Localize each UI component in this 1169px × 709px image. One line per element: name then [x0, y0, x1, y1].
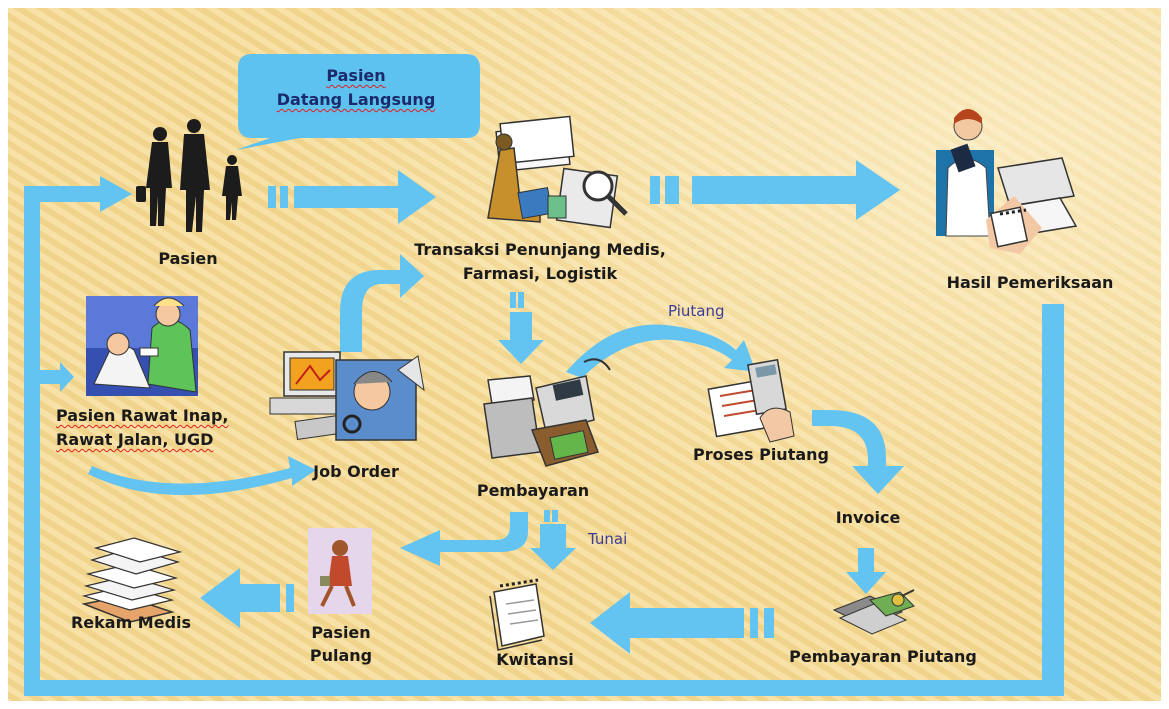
arrow-bayarpiutang-kwitansi-head	[590, 592, 630, 654]
doctor-printer-icon	[936, 109, 1078, 254]
label-pembayaran: Pembayaran	[476, 481, 590, 500]
label-proses-piutang: Proses Piutang	[693, 445, 829, 464]
label-pembayaran-piutang: Pembayaran Piutang	[789, 647, 977, 666]
arrow-job-transaksi	[340, 254, 424, 352]
dash-2	[280, 186, 288, 208]
annotation-tunai: Tunai	[588, 530, 628, 548]
arrow-pembayaran-pulang	[400, 512, 528, 566]
dash-11	[286, 584, 294, 612]
label-transaksi-line1: Transaksi Penunjang Medis,	[414, 240, 666, 259]
receipt-calendar-icon-hasil	[999, 208, 1027, 216]
calculator-document-icon	[707, 358, 795, 443]
label-pulang-line1: Pasien	[311, 623, 371, 642]
loop-top-bar	[24, 186, 104, 202]
callout-line2: Datang Langsung	[276, 90, 436, 109]
lab-microscope-documents-icon	[487, 115, 628, 229]
arrow-pulang-rekam-head	[200, 568, 240, 628]
arrow-rawat-job	[88, 456, 316, 496]
money-stack-icon	[832, 589, 915, 635]
dash-9	[544, 510, 550, 522]
label-transaksi-line2: Farmasi, Logistik	[462, 264, 618, 283]
nurse-patient-bed-icon	[86, 296, 198, 396]
label-rekam-medis: Rekam Medis	[70, 613, 192, 632]
label-rawat-line2: Rawat Jalan, UGD	[56, 430, 214, 449]
loop-left-bar	[24, 186, 40, 696]
arrow-invoice-bayarpiutang-head	[846, 572, 886, 594]
label-pulang-line2: Pulang	[309, 646, 373, 665]
arrow-pulang-rekam-shaft	[236, 584, 280, 612]
label-pasien: Pasien	[158, 249, 218, 268]
arrow-pasien-transaksi-shaft	[294, 186, 402, 208]
dash-4	[665, 176, 679, 204]
label-hasil-pemeriksaan: Hasil Pemeriksaan	[946, 273, 1114, 292]
arrow-bayarpiutang-kwitansi-shaft	[626, 608, 744, 638]
dash-8	[750, 608, 758, 638]
dash-10	[552, 510, 558, 522]
arrow-transaksi-hasil-shaft	[692, 176, 860, 204]
label-job-order: Job Order	[313, 462, 399, 481]
cash-register-icon	[483, 358, 611, 467]
arrow-pasien-transaksi-head	[398, 170, 436, 224]
walking-woman-icon	[308, 528, 372, 614]
dash-6	[518, 292, 524, 308]
arrow-transaksi-hasil-head	[856, 160, 900, 220]
dash-5	[510, 292, 516, 308]
callout-text: Pasien Datang Langsung	[232, 64, 480, 112]
annotation-piutang: Piutang	[668, 302, 725, 320]
arrow-pembayaran-kwitansi-head	[530, 548, 576, 570]
arrow-invoice-bayarpiutang-shaft	[858, 548, 874, 576]
loop-right-bar	[1042, 304, 1064, 696]
dash-7	[764, 608, 774, 638]
label-rawat-line1: Pasien Rawat Inap,	[56, 406, 229, 425]
arrow-to-rawat	[60, 362, 74, 392]
label-kwitansi: Kwitansi	[496, 650, 574, 669]
callout-line1: Pasien	[326, 66, 386, 85]
arrow-to-pasien	[100, 176, 132, 212]
receipt-calendar-icon	[489, 578, 545, 651]
arrow-piutang-invoice	[812, 410, 904, 494]
dash-1	[268, 186, 276, 208]
family-walking-icon	[136, 119, 242, 232]
loop-bottom-bar	[24, 680, 1064, 696]
branch-rawat-bar	[36, 370, 64, 384]
paper-stack-icon	[81, 537, 183, 623]
computer-office-worker-icon	[269, 351, 425, 441]
callout-bubble	[236, 54, 480, 150]
dash-3	[650, 176, 660, 204]
label-invoice: Invoice	[835, 508, 901, 527]
arrow-transaksi-pembayaran-shaft	[510, 312, 532, 344]
arrow-pembayaran-kwitansi-shaft	[540, 524, 566, 552]
arrow-pembayaran-piutang-arc	[566, 324, 756, 378]
arrow-transaksi-pembayaran-head	[498, 340, 544, 364]
